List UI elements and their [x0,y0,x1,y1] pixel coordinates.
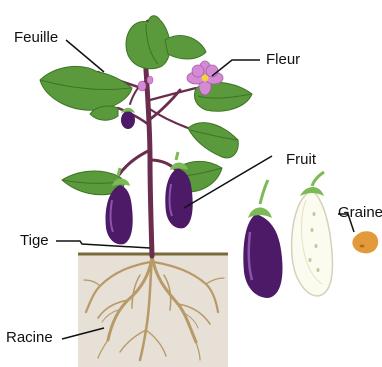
leaf-mid-right [188,123,238,158]
seed-icon [352,231,378,253]
leaf-top-right [165,36,206,59]
label-tige: Tige [20,233,49,248]
label-fleur: Fleur [266,52,300,67]
label-graine: Graine [338,205,382,220]
small-fruit [121,108,135,129]
eggplant-icon [243,180,282,298]
label-fruit: Fruit [286,152,316,167]
eggplant-cross-section-icon [292,172,333,296]
soil-block [78,254,228,367]
label-racine: Racine [6,330,53,345]
label-feuille: Feuille [14,30,58,45]
leader-tige [56,241,150,248]
